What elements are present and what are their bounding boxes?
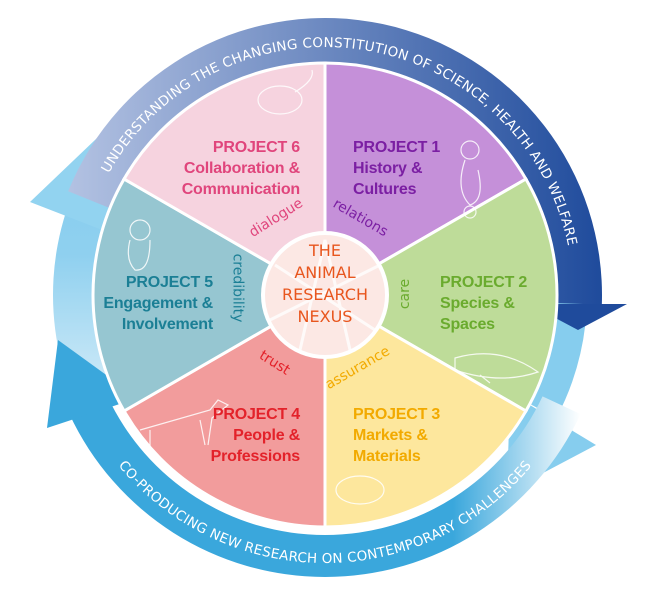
project-3-label: PROJECT 3 Markets & Materials xyxy=(353,404,440,467)
axolotl-icon xyxy=(257,69,313,115)
center-title-line: ANIMAL xyxy=(294,263,356,282)
wedge-p1 xyxy=(323,61,528,298)
project-5-label: PROJECT 5 Engagement & Involvement xyxy=(103,272,213,335)
wedge-p6 xyxy=(122,61,327,298)
wedge-p3 xyxy=(323,292,528,529)
project-3-name-line1: Markets & xyxy=(353,427,428,444)
mouse-icon xyxy=(127,219,151,271)
project-2-name-line1: Species & xyxy=(440,295,515,312)
keyword-credibility: credibility xyxy=(229,253,246,323)
project-5-name-line2: Involvement xyxy=(121,316,213,333)
bottom-arrowhead xyxy=(47,340,138,428)
monkey-icon xyxy=(460,140,481,219)
wedge-p2 xyxy=(321,176,559,414)
project-5-title: PROJECT 5 xyxy=(125,274,213,291)
project-5-name-line1: Engagement & xyxy=(103,295,213,312)
keyword-care: care xyxy=(397,278,414,310)
pig-icon xyxy=(335,475,385,505)
project-4-name-line2: Professions xyxy=(210,448,301,465)
project-4-label: PROJECT 4 People & Professions xyxy=(210,404,301,467)
project-2-title: PROJECT 2 xyxy=(440,274,528,291)
project-2-name-line2: Spaces xyxy=(440,316,495,333)
project-1-title: PROJECT 1 xyxy=(353,139,441,156)
project-6-title: PROJECT 6 xyxy=(212,139,300,156)
top-arrow-band xyxy=(68,18,603,305)
project-1-name-line1: History & xyxy=(353,160,423,177)
project-3-name-line2: Materials xyxy=(353,448,421,465)
wedge-p5 xyxy=(91,176,329,414)
center-title: THE ANIMAL RESEARCH NEXUS xyxy=(263,240,387,328)
project-4-name-line1: People & xyxy=(233,427,300,444)
project-2-label: PROJECT 2 Species & Spaces xyxy=(440,272,527,335)
project-3-title: PROJECT 3 xyxy=(353,406,441,423)
dog-icon xyxy=(139,399,230,450)
project-6-label: PROJECT 6 Collaboration & Communication xyxy=(182,137,300,200)
center-pattern xyxy=(269,239,381,351)
project-1-label: PROJECT 1 History & Cultures xyxy=(353,137,440,200)
project-6-name-line1: Collaboration & xyxy=(183,160,300,177)
wedge-p4 xyxy=(122,292,327,529)
fish-icon xyxy=(454,353,540,384)
project-4-title: PROJECT 4 xyxy=(212,406,300,423)
center-title-line: THE xyxy=(309,241,341,260)
center-circle xyxy=(265,235,385,355)
project-1-name-line2: Cultures xyxy=(353,181,417,198)
center-title-line: NEXUS xyxy=(297,307,353,326)
project-6-name-line2: Communication xyxy=(181,181,300,198)
bottom-arrow-band xyxy=(69,396,581,577)
center-title-line: RESEARCH xyxy=(282,285,368,304)
